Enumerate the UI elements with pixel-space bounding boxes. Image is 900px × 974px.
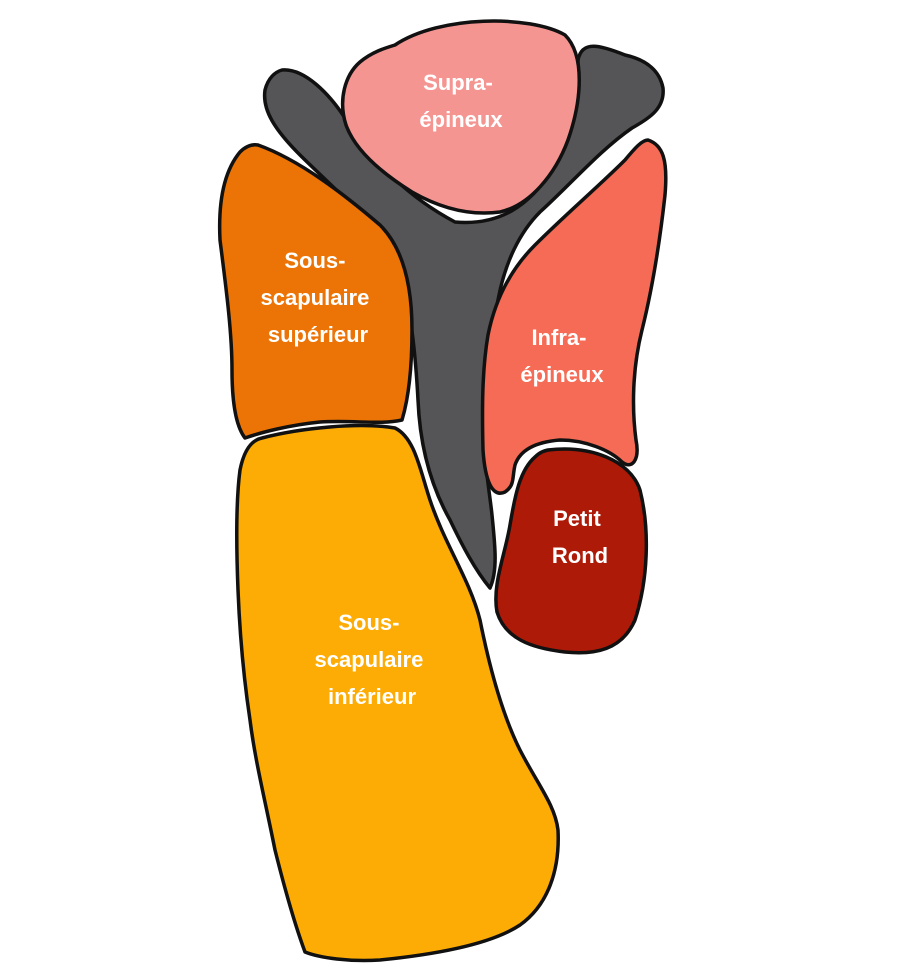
sous-scapulaire-superieur-label: Sous- scapulaire supérieur	[261, 248, 376, 347]
sous-scapulaire-inferieur-label-line3: inférieur	[328, 684, 416, 709]
petit-rond-label: Petit Rond	[552, 506, 608, 568]
infra-epineux-label-line1: Infra-	[531, 325, 586, 350]
petit-rond-label-line2: Rond	[552, 543, 608, 568]
sous-scapulaire-inferieur-label-line1: Sous-	[338, 610, 399, 635]
supra-epineux-region	[340, 19, 581, 215]
infra-epineux-region	[480, 138, 668, 495]
sous-scapulaire-superieur-region	[217, 143, 414, 440]
supra-epineux-label-line1: Supra-	[423, 70, 493, 95]
sous-scapulaire-superieur-label-line1: Sous-	[284, 248, 345, 273]
sous-scapulaire-superieur-label-line2: scapulaire	[261, 285, 370, 310]
sous-scapulaire-inferieur-label-line2: scapulaire	[315, 647, 424, 672]
petit-rond-label-line1: Petit	[553, 506, 601, 531]
sous-scapulaire-superieur-label-line3: supérieur	[268, 322, 369, 347]
sous-scapulaire-inferieur-label: Sous- scapulaire inférieur	[315, 610, 430, 709]
supra-epineux-label-line2: épineux	[419, 107, 503, 132]
infra-epineux-label: Infra- épineux	[520, 325, 604, 387]
supra-epineux-label: Supra- épineux	[419, 70, 503, 132]
sous-scapulaire-inferieur-region	[234, 423, 560, 963]
infra-epineux-label-line2: épineux	[520, 362, 604, 387]
petit-rond-region	[494, 447, 649, 655]
